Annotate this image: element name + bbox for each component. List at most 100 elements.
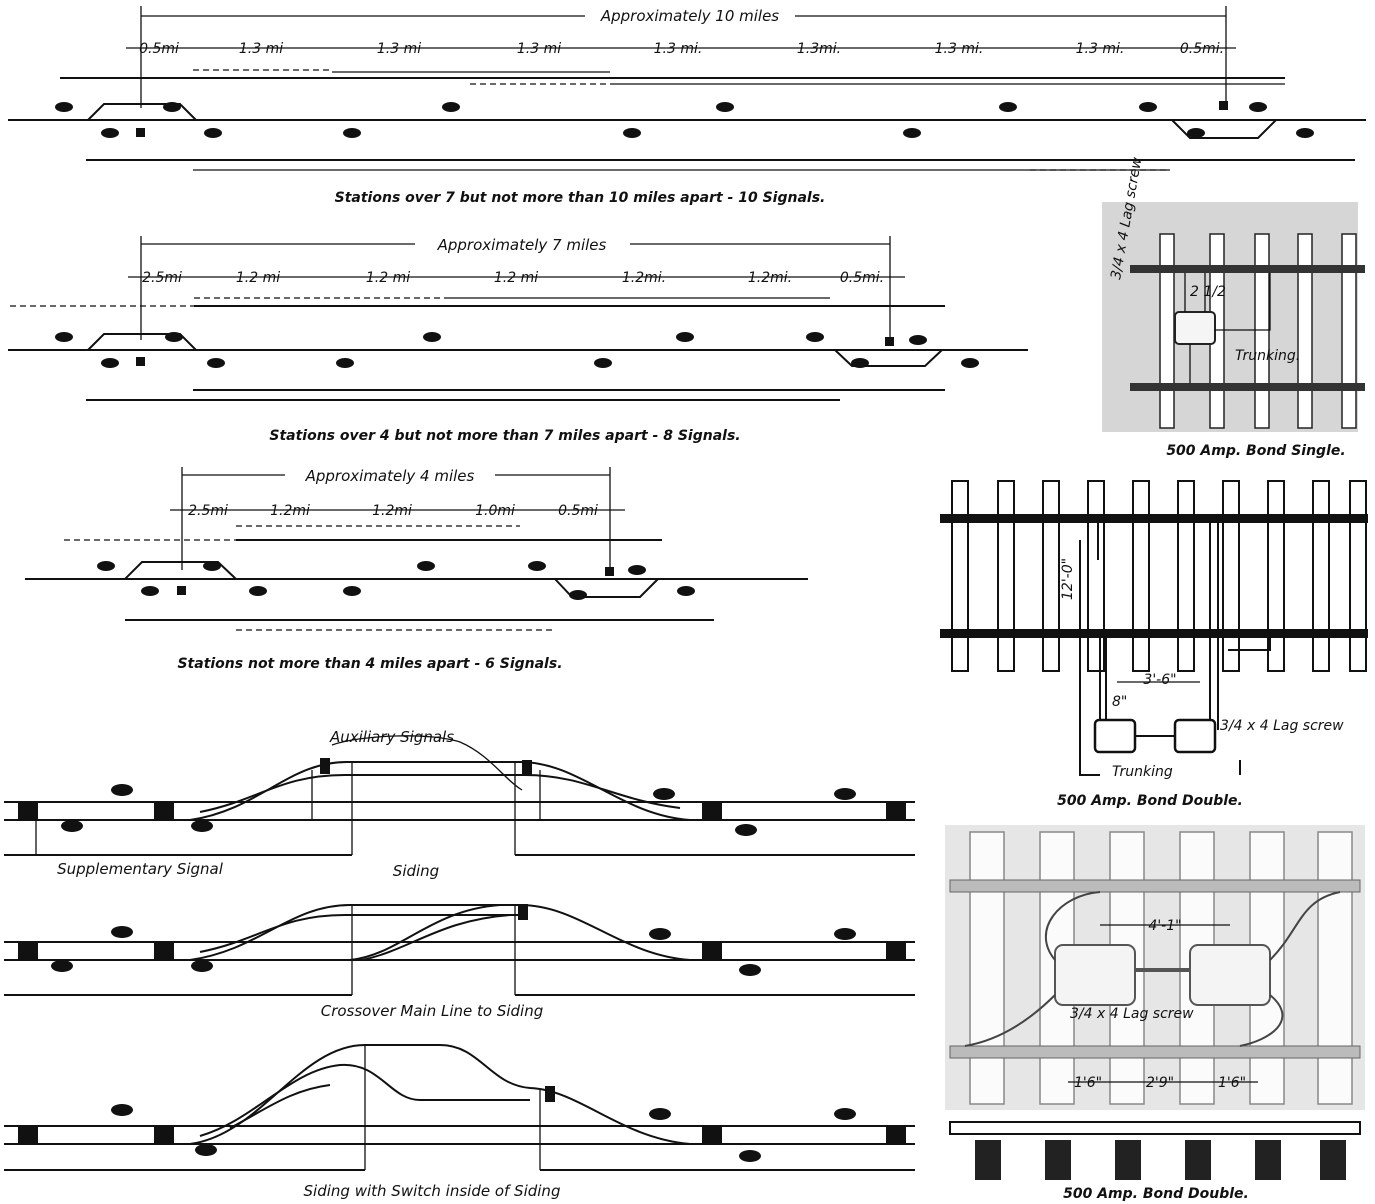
- diagram-4-miles: Approximately 4 miles 2.5mi 1.2mi 1.2mi …: [25, 465, 808, 672]
- rail: [1130, 265, 1365, 273]
- segment-label: 1.2mi: [372, 503, 412, 519]
- passing-siding: [834, 349, 943, 367]
- bond-wires: [1099, 638, 1271, 730]
- segment-label: 1.3 mi: [517, 41, 561, 57]
- signal-icon: [961, 358, 979, 368]
- dimension-label: 8": [1112, 694, 1127, 710]
- segment-label: 1.3mi.: [797, 41, 841, 57]
- signal-icon: [851, 358, 869, 368]
- dimension-label: 3'-6": [1143, 672, 1176, 688]
- auxiliary-signal: [518, 904, 528, 920]
- rail: [940, 629, 1368, 638]
- signal-icon: [141, 586, 159, 596]
- segment-label: 1.3 mi.: [935, 41, 984, 57]
- siding-track: [189, 904, 691, 961]
- segment-label: 1.2mi.: [622, 270, 666, 286]
- signal-icon: [101, 358, 119, 368]
- trunking: [1079, 540, 1241, 776]
- dimension-label: 1'6": [1074, 1075, 1102, 1091]
- signal-icon: [204, 128, 222, 138]
- signal-icon: [649, 1108, 671, 1120]
- dimension-label: 1'6": [1218, 1075, 1246, 1091]
- bond-wires: [1097, 523, 1219, 730]
- rail: [1130, 383, 1365, 391]
- station-marker: [177, 586, 186, 595]
- signals: [55, 332, 979, 368]
- signal-icon: [735, 824, 757, 836]
- figure-caption: 500 Amp. Bond Double.: [1063, 1186, 1249, 1202]
- crossover-track: [349, 904, 501, 961]
- segment-label: 1.2 mi: [494, 270, 538, 286]
- signal-icon: [97, 561, 115, 571]
- signal-icon: [628, 565, 646, 575]
- signal-icon: [739, 1150, 761, 1162]
- siding-diagram-supplementary: Auxiliary Signals Supplementary Signal S…: [4, 728, 915, 880]
- segment-label: 1.2 mi: [236, 270, 280, 286]
- station-marker: [136, 128, 145, 137]
- passing-siding: [124, 561, 237, 580]
- tie-elevation: [1115, 1140, 1141, 1180]
- signal-block: [702, 1126, 722, 1144]
- signal-icon: [101, 128, 119, 138]
- bond-box: [1093, 718, 1137, 754]
- diagram-caption: Stations over 7 but not more than 10 mil…: [335, 190, 826, 206]
- signal-icon: [999, 102, 1017, 112]
- bond-single-figure: 3/4 x 4 Lag screw 2 1/2 Trunking. 500 Am…: [1102, 156, 1365, 459]
- signal-icon: [55, 102, 73, 112]
- diagram-caption-left: Supplementary Signal: [57, 860, 224, 878]
- figure-caption: 500 Amp. Bond Double.: [1057, 793, 1243, 809]
- signal-icon: [442, 102, 460, 112]
- diagram-caption: Crossover Main Line to Siding: [321, 1002, 544, 1020]
- signal-icon: [111, 1104, 133, 1116]
- figure-caption: 500 Amp. Bond Single.: [1166, 443, 1345, 459]
- crossover-track: [361, 914, 511, 961]
- signal-icon: [834, 788, 856, 800]
- segment-label: 1.3 mi.: [654, 41, 703, 57]
- station-marker: [885, 337, 894, 346]
- passing-siding: [1171, 119, 1277, 139]
- signal-icon: [834, 928, 856, 940]
- diagram-7-miles: Approximately 7 miles 2.5mi 1.2 mi 1.2 m…: [8, 233, 1028, 444]
- siding-track: [199, 914, 525, 953]
- signal-icon: [343, 128, 361, 138]
- signals: [55, 101, 1314, 138]
- segment-labels: 0.5mi 1.3 mi 1.3 mi 1.3 mi 1.3 mi. 1.3mi…: [139, 41, 1224, 57]
- signal-block: [18, 1126, 38, 1144]
- rail: [949, 879, 1361, 893]
- signal-icon: [1187, 128, 1205, 138]
- diagram-caption: Stations not more than 4 miles apart - 6…: [177, 656, 562, 672]
- passing-siding: [554, 578, 659, 598]
- auxiliary-signal: [320, 758, 330, 774]
- auxiliary-signal: [545, 1086, 555, 1102]
- signal-icon: [249, 586, 267, 596]
- signal-icon: [834, 1108, 856, 1120]
- bond-double-figure: 3'-6" 8" 12'-0" 3/4 x 4 Lag screw Trunki…: [940, 480, 1368, 809]
- lag-screw-label: 3/4 x 4 Lag screw: [1220, 718, 1344, 734]
- auxiliary-signals-label: Auxiliary Signals: [329, 728, 454, 746]
- photo-background: [1102, 202, 1358, 432]
- station-marker: [605, 567, 614, 576]
- signal-icon: [1296, 128, 1314, 138]
- signal-icon: [739, 964, 761, 976]
- signal-icon: [1249, 102, 1267, 112]
- segment-label: 1.3 mi.: [1076, 41, 1125, 57]
- diagram-caption: Siding with Switch inside of Siding: [304, 1182, 561, 1200]
- segment-label: 1.0mi: [475, 503, 515, 519]
- diagram-caption-right: Siding: [393, 862, 439, 880]
- tie-elevation: [1045, 1140, 1071, 1180]
- signal-block: [154, 1126, 174, 1144]
- signal-icon: [61, 820, 83, 832]
- segment-label: 0.5mi: [139, 41, 179, 57]
- station-marker: [136, 357, 145, 366]
- signal-icon: [417, 561, 435, 571]
- signal-icon: [191, 820, 213, 832]
- signal-icon: [191, 960, 213, 972]
- signal-icon: [195, 1144, 217, 1156]
- siding-diagram-switch-inside: Siding with Switch inside of Siding: [4, 1044, 915, 1200]
- signal-icon: [676, 332, 694, 342]
- signal-icon: [623, 128, 641, 138]
- segment-label: 1.2 mi: [366, 270, 410, 286]
- passing-siding: [87, 333, 197, 351]
- tie-elevation: [1255, 1140, 1281, 1180]
